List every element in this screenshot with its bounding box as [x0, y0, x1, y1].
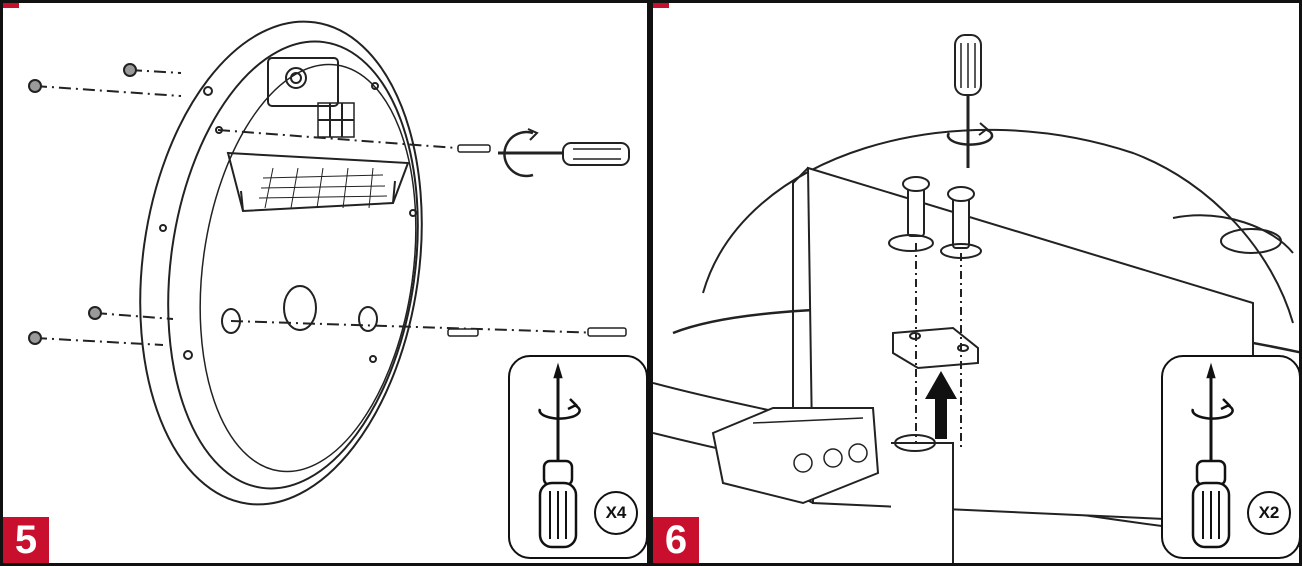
- screwdriver-icon: [538, 362, 581, 549]
- step-number-badge: 6: [653, 517, 699, 563]
- long-screws: [902, 176, 975, 249]
- assembly-guides: [34, 69, 604, 346]
- tool-callout-box: X2: [1161, 355, 1299, 559]
- washer-left: [888, 234, 934, 252]
- top-strip-accent: [3, 3, 19, 8]
- driver-grid: [258, 167, 388, 209]
- upward-arrow-icon: [925, 371, 957, 439]
- rotation-arrow-icon: [538, 403, 581, 420]
- quantity-badge: X4: [594, 491, 638, 535]
- housing-dome: [702, 128, 1294, 324]
- back-plate: [199, 63, 417, 473]
- screw-hole-right: [358, 306, 378, 332]
- tool-callout-box: X4: [508, 355, 647, 559]
- screwdriver-icon: [946, 34, 994, 168]
- assembly-guides: [915, 243, 962, 448]
- terminal-block: [711, 407, 880, 505]
- step-6-illustration: [653, 34, 1299, 563]
- long-bolts: [447, 144, 627, 337]
- screwdriver-icon: [1191, 362, 1234, 549]
- rotation-arrow-icon: [946, 127, 994, 146]
- screwdriver-icon: [498, 128, 630, 178]
- screw-heads: [28, 63, 137, 345]
- bracket-hole: [285, 67, 307, 89]
- mounting-post: [891, 442, 954, 563]
- fixture-inner-ring: [167, 40, 419, 490]
- cable-entry-hole: [283, 285, 317, 331]
- step-6-panel: X2 6: [650, 0, 1302, 566]
- quantity-badge: X2: [1247, 491, 1291, 535]
- step-5-panel: X4 5: [0, 0, 650, 566]
- top-strip-accent: [653, 3, 669, 8]
- rotation-arrow-icon: [1191, 403, 1234, 420]
- rotation-arrow-icon: [503, 130, 534, 178]
- step-number-badge: 5: [3, 517, 49, 563]
- fixture-outer-ring: [139, 20, 423, 506]
- mounting-bracket: [267, 57, 339, 107]
- step-5-illustration: [28, 20, 630, 506]
